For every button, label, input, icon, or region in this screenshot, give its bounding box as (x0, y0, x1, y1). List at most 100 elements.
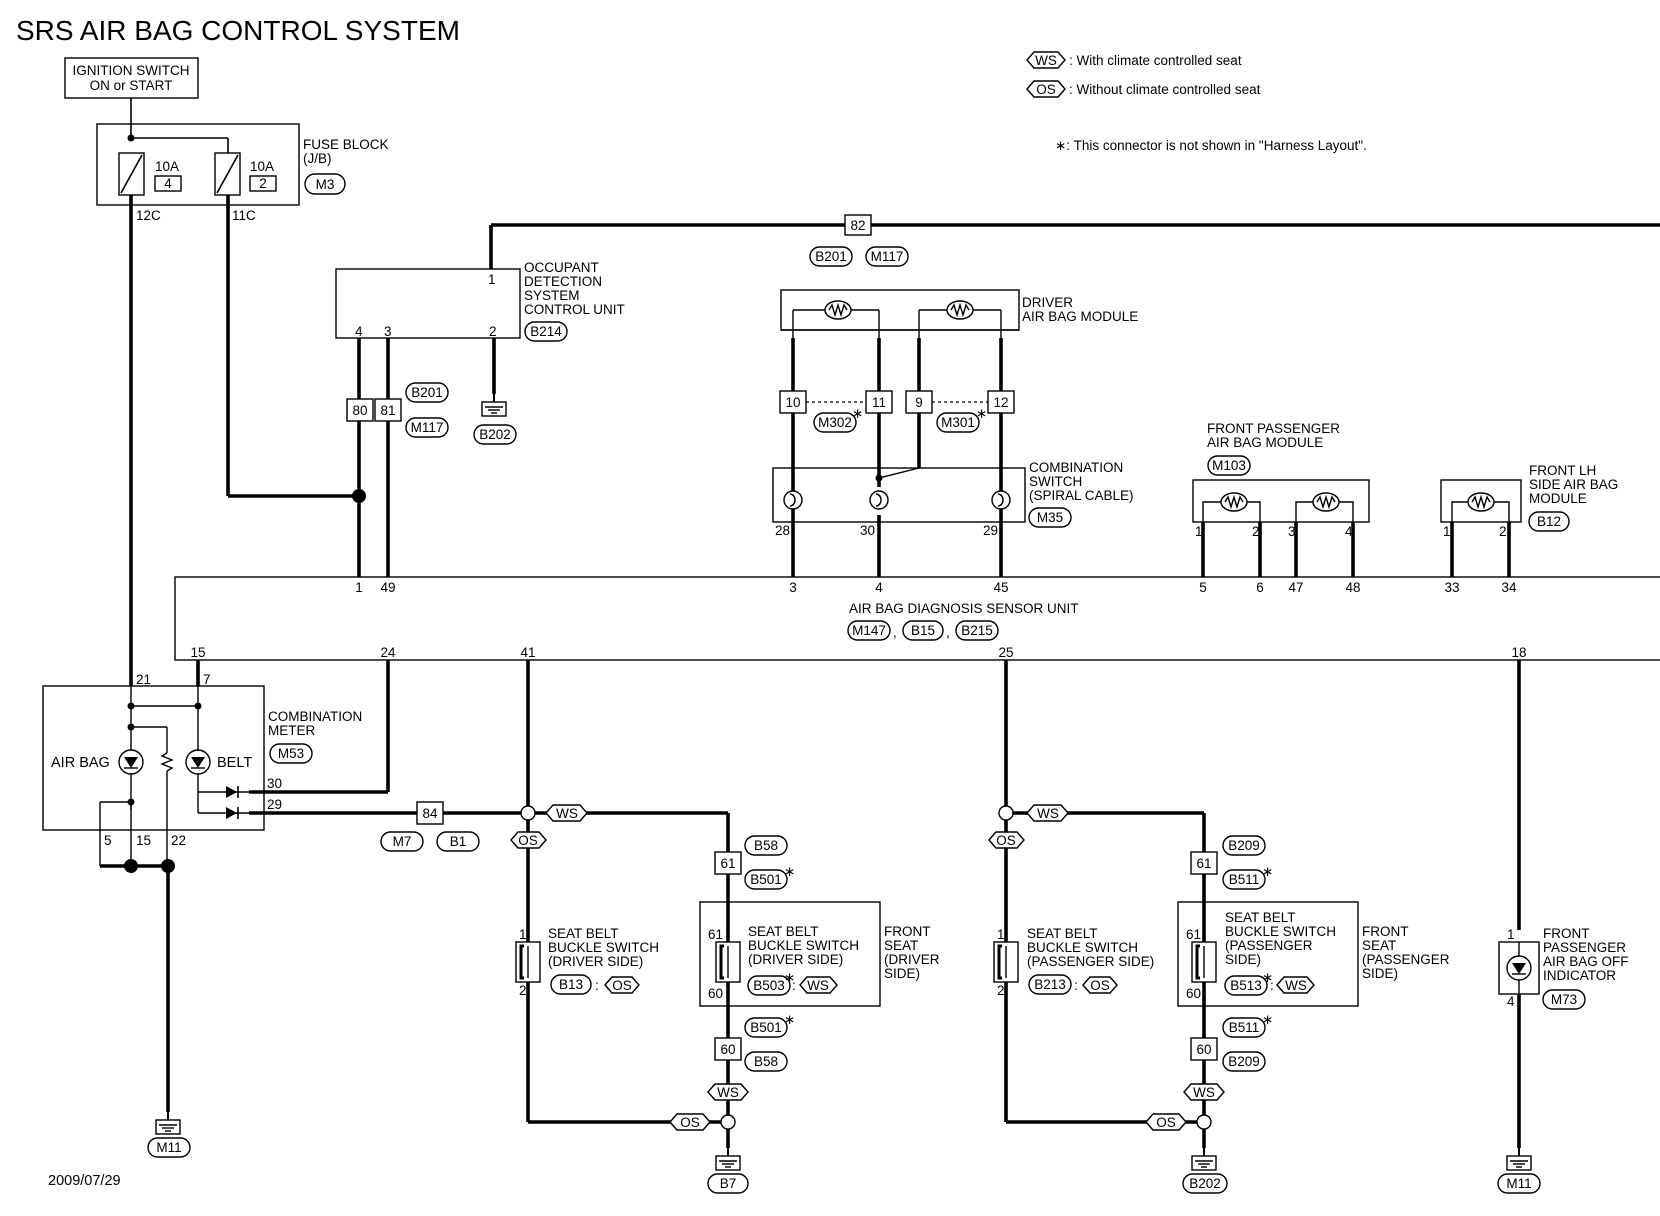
svg-text:29: 29 (983, 523, 998, 538)
svg-text:,: , (946, 625, 950, 640)
sensor-top-pin: 3 (789, 580, 797, 595)
svg-text:(DRIVER: (DRIVER (884, 952, 940, 967)
passenger-side-seat-belt: WS OS 1 2 SEAT BELT BUCKLE SWITCH (PASSE… (988, 804, 1450, 1194)
svg-text:OS: OS (680, 1115, 700, 1130)
svg-text:1: 1 (1507, 927, 1515, 942)
svg-text:81: 81 (380, 403, 395, 418)
svg-text:82: 82 (850, 218, 865, 233)
svg-text:7: 7 (203, 672, 211, 687)
svg-text:CONTROL UNIT: CONTROL UNIT (524, 302, 625, 317)
svg-text:FUSE BLOCK: FUSE BLOCK (303, 137, 389, 152)
svg-text:60: 60 (1196, 1042, 1211, 1057)
svg-text:OS: OS (1090, 978, 1110, 993)
svg-text:(DRIVER SIDE): (DRIVER SIDE) (748, 952, 843, 967)
fuse-block: 10A 4 10A 2 FUSE BLOCK (J/B) M3 12C 11C (96, 98, 389, 223)
svg-text:11C: 11C (232, 208, 256, 223)
svg-text:M7: M7 (393, 834, 412, 849)
svg-text:MODULE: MODULE (1529, 491, 1587, 506)
sensor-bottom-pin: 18 (1511, 645, 1526, 660)
junction-82: 82 B201 M117 (809, 214, 909, 267)
svg-text:∗: ∗ (976, 406, 987, 421)
svg-text:(PASSENGER: (PASSENGER (1225, 938, 1313, 953)
svg-text:∗: ∗ (784, 864, 795, 879)
svg-text:WS: WS (807, 978, 829, 993)
svg-text:2: 2 (1499, 524, 1507, 539)
svg-text:SWITCH: SWITCH (1029, 474, 1082, 489)
svg-text:∗: ∗ (1262, 970, 1273, 985)
occupant-detection-unit: 1 4 3 2 OCCUPANT DETECTION SYSTEM CONTRO… (335, 260, 625, 503)
sensor-top-pin: 4 (875, 580, 883, 595)
svg-text:10A: 10A (155, 159, 179, 174)
svg-text:61: 61 (1196, 856, 1211, 871)
svg-text:WS: WS (717, 1085, 739, 1100)
svg-text:M302: M302 (818, 415, 852, 430)
svg-text:B511: B511 (1229, 872, 1260, 887)
svg-text:∗: ∗ (1262, 1012, 1273, 1027)
sensor-bottom-pin: 25 (998, 645, 1013, 660)
svg-text:∗: ∗ (784, 1012, 795, 1027)
passenger-airbag-off-indicator: 1 4 FRONT PASSENGER AIR BAG OFF INDICATO… (1497, 926, 1629, 1194)
svg-text:BUCKLE SWITCH: BUCKLE SWITCH (1027, 940, 1138, 955)
svg-text:BELT: BELT (217, 755, 252, 771)
sensor-bottom-pin: 15 (190, 645, 205, 660)
svg-text:4: 4 (1345, 524, 1353, 539)
svg-text:60: 60 (708, 986, 723, 1001)
sensor-top-pin: 47 (1288, 580, 1303, 595)
svg-text:1: 1 (997, 927, 1005, 942)
svg-text:B202: B202 (1189, 1176, 1221, 1191)
svg-text:SEAT BELT: SEAT BELT (748, 924, 819, 939)
svg-text:2: 2 (1252, 524, 1260, 539)
driver-airbag-module: DRIVER AIR BAG MODULE (780, 289, 1138, 338)
svg-text:80: 80 (352, 403, 367, 418)
svg-text:28: 28 (775, 523, 790, 538)
svg-text:SEAT BELT: SEAT BELT (1027, 926, 1098, 941)
svg-text:22: 22 (171, 833, 186, 848)
svg-text:5: 5 (104, 833, 112, 848)
svg-text:M73: M73 (1551, 992, 1577, 1007)
svg-text:4: 4 (355, 324, 363, 339)
svg-text:B201: B201 (411, 385, 443, 400)
sensor-top-pin: 34 (1501, 580, 1517, 595)
legend-os-text: : Without climate controlled seat (1069, 82, 1261, 97)
svg-text:FRONT: FRONT (884, 924, 931, 939)
svg-text:SEAT BELT: SEAT BELT (548, 926, 619, 941)
svg-text:M147: M147 (852, 623, 886, 638)
svg-text:WS: WS (1037, 806, 1059, 821)
svg-text:COMBINATION: COMBINATION (268, 709, 362, 724)
svg-text:29: 29 (267, 797, 282, 812)
legend-os-tag: OS (1036, 82, 1056, 97)
svg-text:COMBINATION: COMBINATION (1029, 460, 1123, 475)
sensor-bottom-pin: 41 (520, 645, 535, 660)
svg-text:M301: M301 (941, 415, 975, 430)
svg-text:M11: M11 (1506, 1176, 1531, 1191)
sensor-top-pin: 33 (1444, 580, 1459, 595)
svg-text:11: 11 (872, 395, 886, 410)
svg-text:ON or START: ON or START (90, 78, 173, 93)
svg-text:SEAT: SEAT (884, 938, 918, 953)
svg-text:WS: WS (1285, 978, 1307, 993)
svg-text:AIR BAG: AIR BAG (51, 755, 110, 771)
svg-text:DETECTION: DETECTION (524, 274, 602, 289)
svg-text:SEAT: SEAT (1362, 938, 1396, 953)
svg-text:60: 60 (720, 1042, 735, 1057)
svg-text:61: 61 (720, 856, 735, 871)
svg-text:BUCKLE SWITCH: BUCKLE SWITCH (1225, 924, 1336, 939)
svg-text:B503: B503 (753, 978, 785, 993)
legend-ws-tag: WS (1035, 53, 1057, 68)
svg-text:B58: B58 (754, 1054, 778, 1069)
svg-text::: : (1270, 978, 1274, 993)
svg-text:12: 12 (993, 395, 1008, 410)
svg-text:,: , (893, 625, 897, 640)
svg-text:10: 10 (785, 395, 800, 410)
svg-text:2: 2 (489, 324, 497, 339)
svg-text:FRONT PASSENGER: FRONT PASSENGER (1207, 421, 1340, 436)
svg-text:15: 15 (136, 833, 151, 848)
svg-text:DRIVER: DRIVER (1022, 295, 1073, 310)
diagram-date: 2009/07/29 (48, 1173, 121, 1189)
sensor-top-pin: 5 (1199, 580, 1207, 595)
svg-text::: : (792, 978, 796, 993)
svg-text:∗: ∗ (1262, 864, 1273, 879)
svg-text:12C: 12C (136, 208, 161, 223)
